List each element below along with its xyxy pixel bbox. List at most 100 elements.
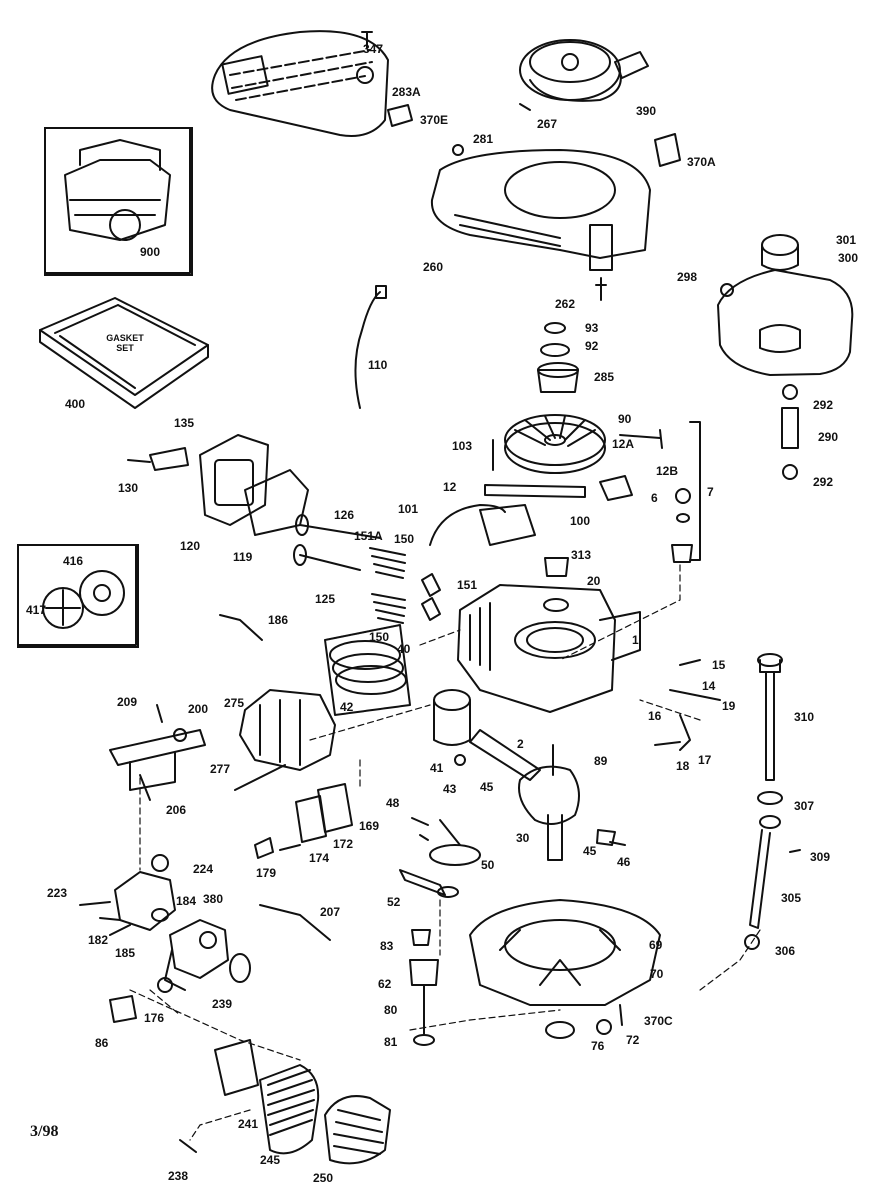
part-label: 76 (591, 1039, 605, 1053)
sump-70-drawing (469, 899, 661, 1006)
part-label: 209 (117, 695, 138, 709)
part-label: 238 (168, 1169, 189, 1183)
bolt-277-drawing (234, 764, 286, 791)
screw-267-drawing (519, 103, 531, 111)
part-label: 93 (585, 321, 599, 335)
part-label: 292 (813, 475, 834, 489)
gear-50-drawing (429, 844, 481, 866)
part-label: 390 (636, 104, 657, 118)
fitting-12b-drawing (599, 475, 633, 501)
cover-120-drawing (199, 434, 269, 526)
valve-125-drawing (299, 554, 361, 571)
tube-12-drawing (484, 484, 586, 498)
part-label: 135 (174, 416, 195, 430)
part-label: 72 (626, 1033, 640, 1047)
part-label: 41 (430, 761, 444, 775)
engine-block-drawing (457, 584, 641, 713)
bracket-200-drawing (109, 728, 206, 791)
part-label: 184 (176, 894, 197, 908)
screw-223-drawing (79, 901, 111, 906)
part-label: 6 (651, 491, 658, 505)
link-207-drawing (259, 904, 331, 941)
link-186-drawing (219, 614, 263, 641)
piston-41-drawing (433, 689, 471, 746)
housing-241-drawing (214, 1039, 259, 1096)
part-label: 52 (387, 895, 401, 909)
part-label: 7 (707, 485, 714, 499)
part-label: 172 (333, 837, 354, 851)
part-label: 110 (368, 358, 388, 372)
part-label: 103 (452, 439, 473, 453)
carburetor-drawing (114, 871, 229, 991)
part-label: 239 (212, 997, 233, 1011)
screw-72-drawing (596, 1019, 612, 1035)
plug-83-drawing (411, 929, 431, 946)
rod-45-drawing (469, 729, 541, 781)
part-label: 12A (612, 437, 635, 451)
gasket-169-drawing (317, 783, 353, 833)
part-label: 40 (397, 642, 411, 656)
part-label: 310 (794, 710, 815, 724)
part-label: 15 (712, 658, 726, 672)
part-label: 207 (320, 905, 341, 919)
part-label: 16 (648, 709, 662, 723)
part-label: 370C (644, 1014, 673, 1028)
date-code: 3/98 (30, 1123, 59, 1140)
part-label: 18 (676, 759, 690, 773)
part-label: 130 (118, 481, 139, 495)
part-label: 267 (537, 117, 558, 131)
part-label: 182 (88, 933, 109, 947)
screw-262-drawing (595, 277, 607, 301)
part-label: 290 (818, 430, 839, 444)
crankshaft-30-drawing (518, 744, 580, 861)
part-label: 42 (340, 700, 354, 714)
decal-370e-drawing (387, 104, 413, 127)
wire-110-end (375, 285, 387, 299)
part-label: 200 (188, 702, 209, 716)
part-label: 62 (378, 977, 392, 991)
part-label: 92 (585, 339, 599, 353)
part-label: 43 (443, 782, 457, 796)
gasket-set-drawing (39, 297, 209, 409)
part-label: 119 (233, 550, 253, 564)
hub-285-drawing (537, 369, 579, 393)
part-label: 70 (650, 967, 664, 981)
valve-126-drawing (299, 524, 381, 539)
ring-307-drawing (757, 791, 783, 805)
part-label: 2 (517, 737, 524, 751)
part-label: 45 (480, 780, 494, 794)
rings-42-drawing (329, 640, 401, 670)
bracket-7 (689, 421, 701, 561)
filter-245-drawing (259, 1064, 320, 1155)
spring-upper-drawing (369, 547, 406, 579)
gasket-set-text: GASKET SET (106, 333, 144, 353)
part-label: 80 (384, 1003, 398, 1017)
part-label: 245 (260, 1153, 281, 1167)
part-label: 46 (617, 855, 631, 869)
part-label: 48 (386, 796, 400, 810)
cover-275-drawing (239, 689, 336, 771)
part-label: 151 (457, 578, 478, 592)
part-label: 69 (649, 938, 663, 952)
part-label: 12 (443, 480, 457, 494)
seal-76-drawing (545, 1021, 575, 1039)
gear-62-drawing (409, 959, 439, 986)
engine-inset-frame (44, 127, 193, 276)
part-label: 281 (473, 132, 494, 146)
part-label: 101 (398, 502, 419, 516)
screw-238-drawing (179, 1139, 197, 1153)
part-label: 260 (423, 260, 444, 274)
part-label: 185 (115, 946, 136, 960)
part-label: 19 (722, 699, 736, 713)
screw-174-drawing (279, 844, 301, 851)
part-label: 292 (813, 398, 834, 412)
part-label: 126 (334, 508, 355, 522)
part-label: 186 (268, 613, 289, 627)
fuel-tank-drawing (717, 234, 854, 376)
bushing-313-drawing (544, 557, 569, 577)
part-224-drawing (151, 854, 169, 872)
decal-370a-drawing (654, 133, 681, 167)
seal-239-drawing (229, 953, 251, 983)
part-label: 283A (392, 85, 421, 99)
